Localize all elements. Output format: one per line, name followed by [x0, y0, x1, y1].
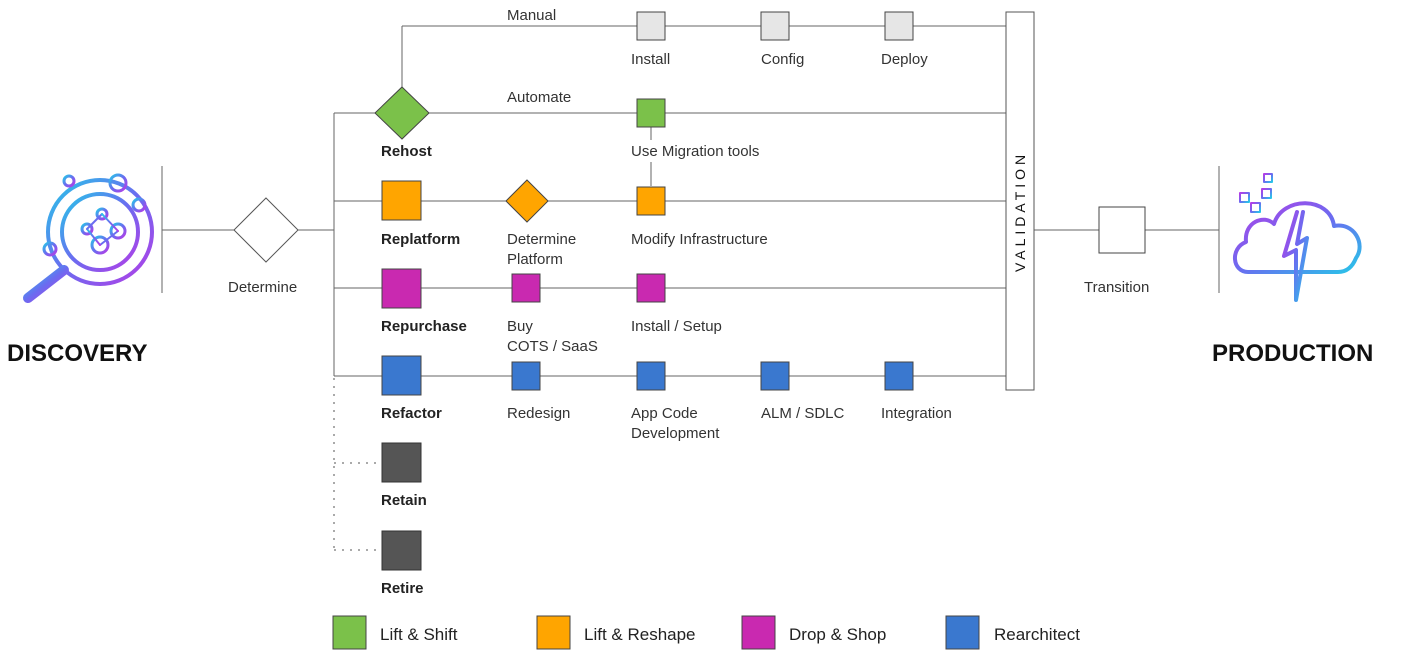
legend-swatch-drop-shop: [741, 615, 776, 650]
determine-platform-label-line2: Platform: [507, 251, 563, 268]
repurchase-label: Repurchase: [381, 318, 467, 335]
install-label: Install: [631, 51, 670, 68]
config-label: Config: [761, 51, 804, 68]
app-code-box: [636, 361, 666, 391]
discovery-label: DISCOVERY: [7, 340, 147, 367]
buy-label-line1: Buy: [507, 318, 533, 335]
transition-label: Transition: [1084, 279, 1149, 296]
migration-tools-label: Use Migration tools: [631, 143, 759, 160]
replatform-box: [381, 180, 422, 221]
rehost-diamond: [374, 86, 430, 140]
install-box: [636, 11, 666, 41]
redesign-label: Redesign: [507, 405, 570, 422]
buy-label-line2: COTS / SaaS: [507, 338, 598, 355]
automate-label: Automate: [507, 89, 571, 106]
repurchase-box: [381, 268, 422, 309]
determine-diamond: [233, 197, 299, 263]
retain-box: [381, 442, 422, 483]
refactor-box: [381, 355, 422, 396]
retain-label: Retain: [381, 492, 427, 509]
integration-label: Integration: [881, 405, 952, 422]
replatform-label: Replatform: [381, 231, 460, 248]
legend-label-drop-shop: Drop & Shop: [789, 625, 886, 644]
retire-box: [381, 530, 422, 571]
cloud-production-icon: [1233, 173, 1362, 302]
install-setup-label: Install / Setup: [631, 318, 722, 335]
legend-label-lift-reshape: Lift & Reshape: [584, 625, 696, 644]
deploy-box: [884, 11, 914, 41]
discovery-magnifier-icon: [23, 173, 154, 303]
production-label: PRODUCTION: [1212, 340, 1373, 367]
buy-cots-box: [511, 273, 541, 303]
alm-sdlc-box: [760, 361, 790, 391]
app-code-label-line2: Development: [631, 425, 720, 442]
validation-box: [1005, 11, 1035, 391]
determine-platform-diamond: [505, 179, 549, 223]
connector-lines: [162, 25, 1219, 551]
legend-label-rearchitect: Rearchitect: [994, 625, 1080, 644]
determine-label: Determine: [228, 279, 297, 296]
deploy-label: Deploy: [881, 51, 928, 68]
legend: Lift & Shift Lift & Reshape Drop & Shop …: [332, 615, 1080, 650]
config-box: [760, 11, 790, 41]
integration-box: [884, 361, 914, 391]
legend-label-lift-shift: Lift & Shift: [380, 625, 458, 644]
legend-swatch-lift-shift: [332, 615, 367, 650]
modify-infrastructure-label: Modify Infrastructure: [631, 231, 768, 248]
alm-sdlc-label: ALM / SDLC: [761, 405, 845, 422]
legend-swatch-lift-reshape: [536, 615, 571, 650]
retire-label: Retire: [381, 580, 424, 597]
refactor-label: Refactor: [381, 405, 442, 422]
transition-box: [1098, 206, 1146, 254]
validation-label: VALIDATION: [1012, 151, 1028, 272]
migration-tools-box: [636, 98, 666, 128]
rehost-label: Rehost: [381, 143, 432, 160]
redesign-box: [511, 361, 541, 391]
manual-label: Manual: [507, 7, 556, 24]
app-code-label-line1: App Code: [631, 405, 698, 422]
install-setup-box: [636, 273, 666, 303]
legend-swatch-rearchitect: [945, 615, 980, 650]
determine-platform-label-line1: Determine: [507, 231, 576, 248]
modify-infrastructure-box: [636, 186, 666, 216]
